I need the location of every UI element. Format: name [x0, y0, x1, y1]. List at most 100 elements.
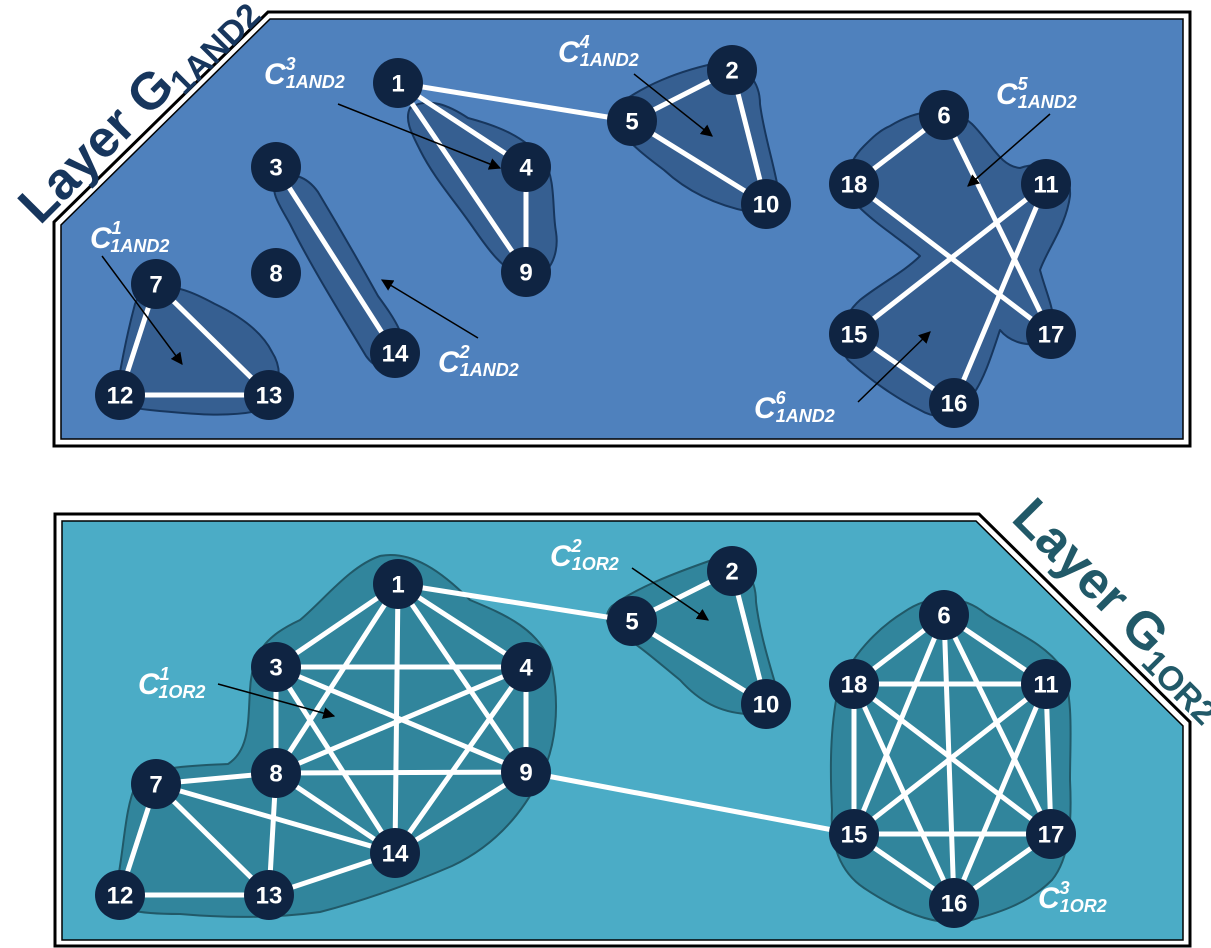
top-node-circle-1: [373, 58, 423, 108]
bottom-node-circle-4: [501, 642, 551, 692]
top-node-circle-5: [607, 96, 657, 146]
top-node-label-1: 1: [391, 71, 404, 98]
top-node-circle-10: [741, 179, 791, 229]
top-node-8: 8: [251, 248, 301, 298]
bottom-node-11: 11: [1021, 659, 1071, 709]
top-node-label-11: 11: [1033, 172, 1058, 199]
arrow-c2: [380, 279, 479, 339]
top-node-circle-6: [919, 90, 969, 140]
bottom-arrows: [217, 567, 709, 719]
arrow-c5: [967, 113, 1051, 187]
top-node-14: 14: [370, 328, 420, 378]
bottom-edge-8-9: [273, 769, 529, 776]
top-node-7: 7: [131, 259, 181, 309]
bottom-edge-7-13: [153, 781, 272, 898]
top-node-circle-9: [501, 247, 551, 297]
top-node-label-13: 13: [256, 383, 283, 410]
bottom-node-13: 13: [244, 870, 294, 920]
top-node-label-6: 6: [937, 103, 950, 130]
bottom-node-label-3: 3: [269, 655, 282, 682]
bottom-node-label-13: 13: [256, 883, 283, 910]
top-node-16: 16: [929, 378, 979, 428]
bottom-node-label-15: 15: [841, 822, 868, 849]
top-edge-1-9: [395, 80, 529, 275]
top-node-circle-16: [929, 378, 979, 428]
bottom-node-2: 2: [707, 546, 757, 596]
top-edge-1-4: [395, 80, 529, 170]
bottom-node-7: 7: [131, 759, 181, 809]
cluster-c1or-region: [113, 554, 557, 918]
top-node-circle-13: [244, 370, 294, 420]
top-node-circle-18: [829, 159, 879, 209]
bottom-node-label-5: 5: [625, 609, 638, 636]
bottom-node-18: 18: [829, 659, 879, 709]
top-node-label-18: 18: [841, 172, 868, 199]
top-node-5: 5: [607, 96, 657, 146]
bottom-node-label-7: 7: [149, 772, 162, 799]
bottom-edge-5-10: [629, 618, 769, 707]
top-node-circle-11: [1021, 159, 1071, 209]
top-edge-11-16: [951, 181, 1049, 406]
bottom-node-circle-14: [370, 828, 420, 878]
top-node-circle-17: [1026, 309, 1076, 359]
bottom-node-17: 17: [1026, 809, 1076, 859]
bottom-node-label-9: 9: [519, 760, 532, 787]
top-node-circle-14: [370, 328, 420, 378]
bottom-node-label-17: 17: [1038, 822, 1065, 849]
bottom-edge-9-15: [523, 769, 857, 837]
top-edge-1-5: [395, 80, 635, 124]
top-node-10: 10: [741, 179, 791, 229]
top-node-circle-15: [829, 309, 879, 359]
cluster-c1-region: [115, 285, 280, 416]
top-arrows: [101, 73, 1051, 403]
top-node-label-14: 14: [382, 341, 409, 368]
top-node-2: 2: [707, 45, 757, 95]
bottom-node-circle-5: [607, 596, 657, 646]
top-node-label-7: 7: [149, 272, 162, 299]
bottom-node-circle-6: [919, 590, 969, 640]
bottom-node-label-10: 10: [753, 692, 780, 719]
bottom-node-1: 1: [373, 559, 423, 609]
bottom-edge-3-14: [273, 664, 398, 856]
bottom-edge-1-9: [395, 581, 529, 775]
bottom-node-circle-18: [829, 659, 879, 709]
top-node-4: 4: [501, 142, 551, 192]
bottom-node-circle-10: [741, 679, 791, 729]
top-edge-7-13: [153, 281, 272, 398]
bottom-node-label-8: 8: [269, 761, 282, 788]
top-edge-11-15: [851, 181, 1049, 337]
bottom-node-circle-3: [251, 642, 301, 692]
bottom-node-circle-8: [251, 748, 301, 798]
bottom-node-10: 10: [741, 679, 791, 729]
bottom-node-circle-7: [131, 759, 181, 809]
bottom-node-circle-12: [95, 870, 145, 920]
bottom-edge-1-5: [395, 581, 635, 624]
top-node-circle-4: [501, 142, 551, 192]
top-edge-5-10: [629, 118, 769, 207]
bottom-node-15: 15: [829, 809, 879, 859]
bottom-node-circle-11: [1021, 659, 1071, 709]
top-node-label-15: 15: [841, 322, 868, 349]
bottom-node-circle-17: [1026, 809, 1076, 859]
bottom-edge-4-14: [392, 664, 529, 856]
top-node-label-3: 3: [269, 155, 282, 182]
top-node-1: 1: [373, 58, 423, 108]
bottom-edge-6-15: [851, 612, 947, 837]
bottom-node-circle-16: [929, 878, 979, 928]
top-node-3: 3: [251, 142, 301, 192]
top-node-15: 15: [829, 309, 879, 359]
bottom-node-label-12: 12: [107, 883, 134, 910]
bottom-node-label-11: 11: [1033, 672, 1058, 699]
top-node-circle-3: [251, 142, 301, 192]
bottom-edge-1-4: [395, 581, 529, 670]
bottom-edge-11-17: [1043, 681, 1054, 837]
